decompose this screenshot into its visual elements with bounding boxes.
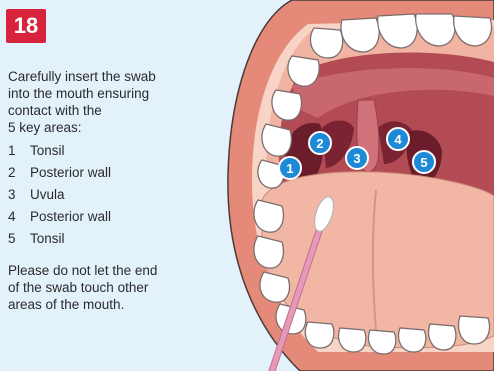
list-item-label: Uvula [30, 187, 65, 202]
area-marker-3: 3 [346, 147, 368, 169]
list-item-number: 5 [8, 228, 30, 250]
svg-text:3: 3 [353, 151, 360, 166]
warning-text: Please do not let the end of the swab to… [8, 262, 218, 313]
list-item-label: Tonsil [30, 231, 65, 246]
list-item-number: 4 [8, 206, 30, 228]
svg-text:5: 5 [420, 155, 427, 170]
area-marker-1: 1 [279, 157, 301, 179]
instructions-panel: Carefully insert the swab into the mouth… [8, 68, 218, 313]
svg-text:1: 1 [286, 161, 293, 176]
intro-line: 5 key areas: [8, 120, 82, 135]
list-item-number: 1 [8, 140, 30, 162]
area-marker-2: 2 [309, 132, 331, 154]
area-marker-4: 4 [387, 128, 409, 150]
svg-text:4: 4 [394, 132, 402, 147]
intro-line: Carefully insert the swab [8, 69, 156, 84]
list-item-number: 3 [8, 184, 30, 206]
list-item-label: Tonsil [30, 143, 65, 158]
warning-line: Please do not let the end [8, 263, 157, 278]
svg-text:2: 2 [316, 136, 323, 151]
intro-line: into the mouth ensuring [8, 86, 149, 101]
list-item-label: Posterior wall [30, 209, 111, 224]
step-number-badge: 18 [6, 9, 46, 43]
area-marker-5: 5 [413, 151, 435, 173]
warning-line: areas of the mouth. [8, 297, 124, 312]
intro-line: contact with the [8, 103, 102, 118]
warning-line: of the swab touch other [8, 280, 148, 295]
intro-text: Carefully insert the swab into the mouth… [8, 68, 218, 136]
list-item-label: Posterior wall [30, 165, 111, 180]
list-item-number: 2 [8, 162, 30, 184]
